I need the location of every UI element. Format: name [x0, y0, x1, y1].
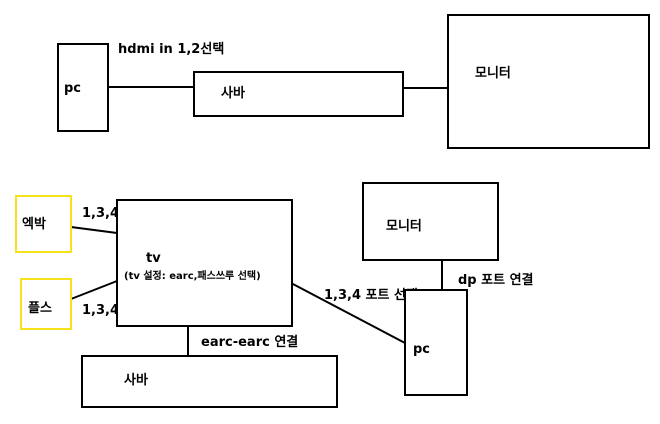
top-soundbar-label: 사바 [221, 86, 245, 101]
pc-port-note: 1,3,4 포트 선택 [324, 288, 418, 303]
ps-to-tv-line [70, 280, 118, 300]
bottom-monitor-box [362, 182, 499, 261]
bottom-soundbar-box [81, 355, 338, 408]
tv-label: tv [146, 251, 161, 266]
xbox-to-tv-line [70, 226, 118, 234]
bottom-pc-label: pc [413, 342, 431, 357]
top-monitor-box [447, 14, 650, 149]
bottom-soundbar-label: 사바 [124, 373, 148, 388]
ps-box [20, 278, 72, 330]
hdmi-note: hdmi in 1,2선택 [118, 42, 225, 57]
top-monitor-label: 모니터 [475, 66, 511, 81]
dp-note: dp 포트 연결 [458, 273, 534, 288]
top-pc-label: pc [64, 81, 82, 96]
tv-box [116, 199, 293, 327]
earc-note: earc-earc 연결 [201, 335, 299, 350]
tv-setting-note: (tv 설정: earc,패스쓰루 선택) [124, 271, 261, 282]
top-soundbar-box [193, 71, 404, 117]
xbox-box [15, 195, 72, 253]
xbox-label: 엑박 [22, 217, 46, 232]
tv-to-pc-line [290, 282, 406, 344]
ps-label: 플스 [28, 301, 52, 316]
bottom-pc-box [404, 289, 468, 396]
bottom-monitor-label: 모니터 [386, 219, 422, 234]
top-pc-box [57, 43, 109, 132]
